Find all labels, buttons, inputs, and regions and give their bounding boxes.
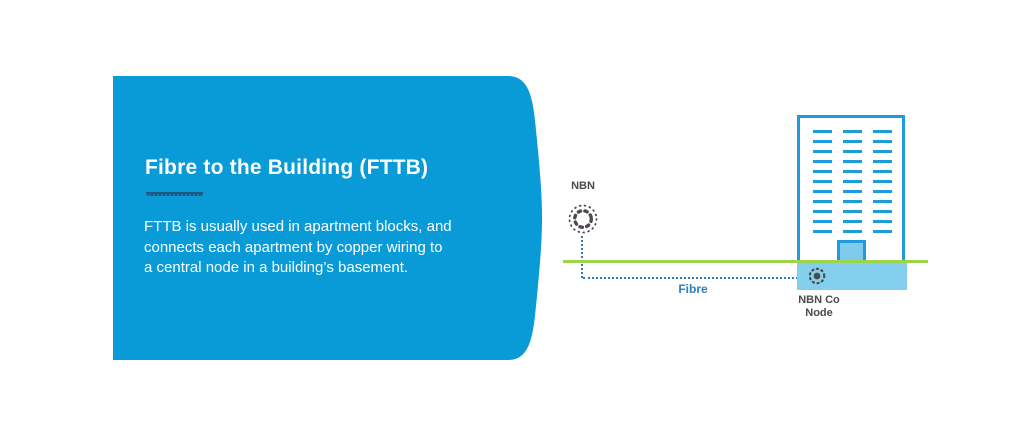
apartment-building (797, 115, 905, 262)
building-door (837, 240, 866, 262)
page-title: Fibre to the Building (FTTB) (145, 156, 429, 179)
nbn-co-node-label: NBN Co Node (798, 294, 840, 319)
building-windows-column (843, 130, 862, 233)
nbn-label: NBN (571, 180, 595, 192)
title-underline-divider (146, 192, 203, 196)
fibre-label: Fibre (678, 282, 708, 296)
ground-line (563, 260, 928, 263)
nbn-network-icon (568, 204, 598, 234)
building-windows-column (813, 130, 832, 233)
building-windows-column (873, 130, 892, 233)
fibre-line (583, 277, 806, 279)
panel-description: FTTB is usually used in apartment blocks… (144, 218, 452, 276)
node-icon (808, 267, 826, 285)
fibre-drop-line (581, 236, 583, 278)
